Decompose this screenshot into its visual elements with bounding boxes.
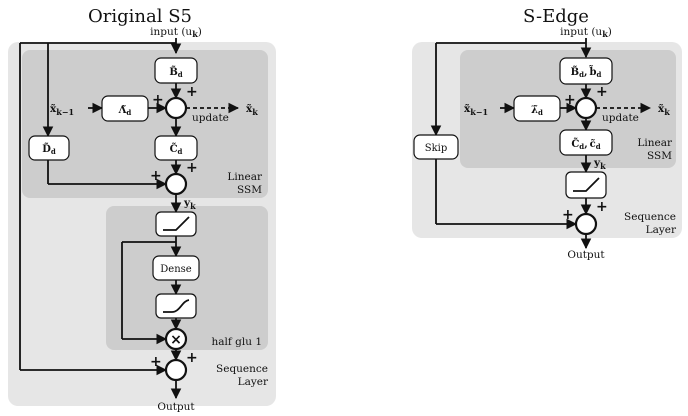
lambda-vector-block [513,95,561,122]
activation-block-top [155,211,197,237]
plus-sign: + [186,84,198,100]
x-prev-label: x̃k−1 [50,103,74,117]
plus-sign: + [564,92,576,108]
lambda-matrix-block [101,95,149,122]
s-edge-title: S-Edge [523,6,589,27]
plus-sign: + [562,207,574,223]
update-label: update [602,112,639,124]
update-label: update [192,112,229,124]
input-label: input (uk) [560,26,612,39]
residual-sum-node [164,358,188,382]
ssm-label: SSM [647,150,672,162]
half-glu-label: half glu 1 [212,336,262,348]
y-k-label: yk [593,157,606,171]
plus-sign: + [150,354,162,370]
layer-label: Layer [646,224,677,236]
b-matrix-label: B̃d,b̃d [571,65,602,79]
output-label: Output [157,401,195,413]
c-matrix-label: C̃d,c̃d [571,138,600,151]
plus-sign: + [152,92,164,108]
output-sum-node [164,172,188,196]
lambda-matrix-label: Λ̃d [118,105,132,117]
plus-sign: + [150,168,162,184]
activation-icon [573,177,600,192]
x-prev-label: x̃k−1 [464,103,488,117]
activation-icon-bottom [163,299,190,313]
skip-block [413,134,459,160]
c-matrix-block [559,129,613,156]
sequence-label: Sequence [624,211,676,223]
multiply-sign: × [170,332,182,348]
output-label: Output [567,249,605,261]
linear-ssm-panel [22,50,268,198]
activation-icon-top [163,216,190,231]
c-matrix-block [154,135,198,161]
activation-block [565,171,607,199]
b-matrix-block [559,57,613,85]
s-edge-diagram: S-Edge B̃d,b̃d λ̃d C̃d,c̃d Skip + [412,6,682,261]
residual-sum-node [574,212,598,236]
linear-label: Linear [227,171,263,183]
activation-block-bottom [155,293,197,319]
update-sum-node [574,96,598,120]
plus-sign: + [596,199,608,215]
linear-label: Linear [637,137,673,149]
multiply-node [164,327,188,351]
dense-label: Dense [160,264,192,275]
b-matrix-label: B̃d [169,66,182,79]
d-matrix-label: D̃d [42,143,56,156]
original-s5-title: Original S5 [88,6,192,27]
lambda-vector-label: λ̃d [531,105,543,117]
original-s5-diagram: Original S5 input (uk) B̃d Λ̃d [8,6,276,413]
input-label: input (uk) [150,26,202,39]
x-k-label: x̃k [658,103,670,117]
y-k-label: yk [183,197,196,211]
layer-label: Layer [238,376,269,388]
sequence-label: Sequence [216,363,268,375]
dense-block [152,255,200,281]
b-matrix-block [154,57,198,84]
x-k-label: x̃k [246,103,258,117]
update-sum-node [164,96,188,120]
c-matrix-label: C̃d [170,143,183,156]
plus-sign: + [596,84,608,100]
skip-label: Skip [425,143,448,154]
plus-sign: + [186,350,198,366]
d-matrix-block [28,135,70,161]
plus-sign: + [186,160,198,176]
ssm-label: SSM [237,184,262,196]
